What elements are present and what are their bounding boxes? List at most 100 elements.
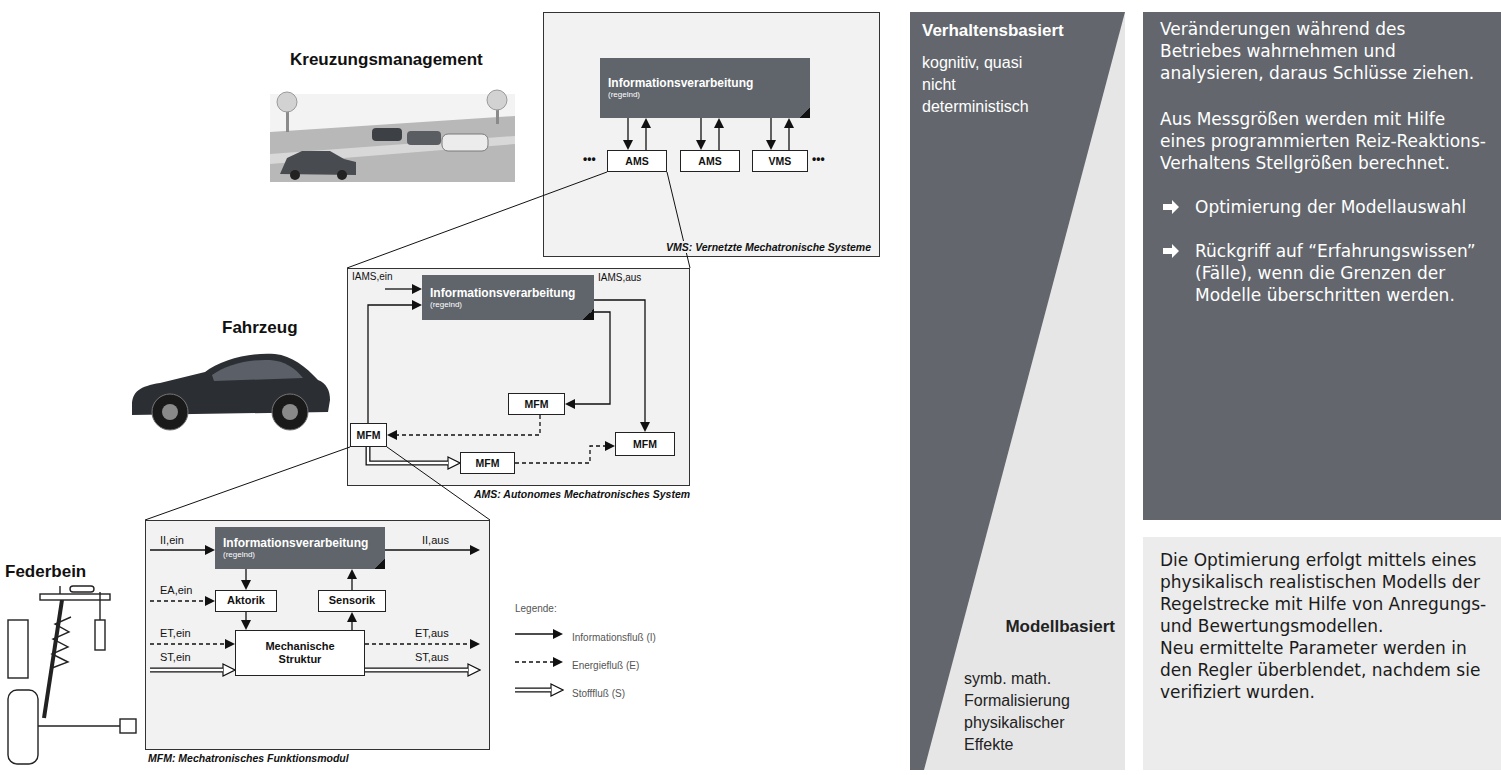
frame-caption: AMS: Autonomes Mechatronisches System <box>472 488 692 500</box>
level-label: Kreuzungsmanagement <box>290 50 483 70</box>
behaviour-area <box>910 12 1125 770</box>
connector <box>246 612 247 620</box>
approach-wedge: Verhaltensbasiertkognitiv, quasi nicht d… <box>910 12 1125 770</box>
scene-ground <box>270 94 515 182</box>
label-slot: ST,ein <box>160 651 191 664</box>
label-slot: Legende: <box>515 603 557 615</box>
signal-name: IAMS,ein <box>352 271 393 283</box>
model-area <box>910 12 1125 770</box>
information-flow <box>245 612 246 620</box>
box-text: (regelnd) <box>608 90 640 100</box>
information-flow <box>788 128 789 150</box>
road-lane <box>270 136 515 164</box>
box-text: MFM <box>633 438 657 451</box>
information-input-arrow <box>385 288 412 289</box>
label-slot: ••• <box>812 152 825 166</box>
mechanical-structure-box: Mechanische Struktur <box>235 630 365 676</box>
tree-crown <box>487 90 507 110</box>
information-flow <box>594 300 645 422</box>
system-frame: Informationsverarbeitung(regelnd)AMSAMSV… <box>543 12 880 257</box>
information-flow <box>351 579 352 590</box>
zoom-line <box>145 447 350 520</box>
signal-name: ST,ein <box>160 651 191 664</box>
upper-mount <box>40 594 110 600</box>
car-window <box>212 360 303 381</box>
box-text: Aktorik <box>227 594 265 607</box>
signal-name: ET,aus <box>415 627 449 640</box>
module-box: MFM <box>508 393 565 415</box>
label-slot: IAMS,aus <box>598 272 641 284</box>
label-slot: ET,ein <box>160 627 191 640</box>
text-slot: Verhaltensbasiert <box>922 20 1112 42</box>
connector <box>575 312 610 404</box>
car-hub <box>282 404 298 420</box>
body-part <box>8 620 28 678</box>
road <box>270 116 515 182</box>
wedge-heading: Verhaltensbasiert <box>922 20 1112 42</box>
information-flow <box>368 305 412 423</box>
arrow-bullet <box>1163 244 1179 258</box>
tree-trunk <box>496 104 499 124</box>
connector <box>719 128 720 150</box>
continuation-dots: ••• <box>812 152 825 166</box>
material-arrow-inner <box>150 669 223 671</box>
strut-illustration <box>8 586 136 764</box>
module-box: MFM <box>350 423 387 447</box>
energy-flow <box>397 415 540 435</box>
continuation-dots: ••• <box>583 152 596 166</box>
material-flow-inner <box>368 447 448 463</box>
information-flow <box>770 118 771 140</box>
connector <box>352 579 353 590</box>
box-text: AMS <box>625 155 648 168</box>
legend-sample-line <box>515 633 553 634</box>
information-processing-box: Informationsverarbeitung(regelnd) <box>600 58 810 118</box>
connector <box>368 305 412 423</box>
arm-mount <box>120 719 136 733</box>
model-panel: Die Optimierung erfolgt mittels eines ph… <box>1143 537 1501 770</box>
label-slot: ST,aus <box>415 651 449 664</box>
panel-text: Die Optimierung erfolgt mittels eines ph… <box>1160 549 1487 637</box>
signal-name: II,ein <box>160 534 184 547</box>
information-flow <box>575 312 610 404</box>
module-box: MFM <box>460 452 515 474</box>
arrow-bullet <box>1163 200 1179 214</box>
label-slot: II,aus <box>422 534 449 547</box>
box-text: Sensorik <box>329 594 375 607</box>
legend-text: Energiefluß (E) <box>572 660 639 672</box>
actuator-box: Aktorik <box>215 590 277 612</box>
panel-text: Neu ermittelte Parameter werden in den R… <box>1160 637 1487 703</box>
energy-flow <box>515 446 605 463</box>
legend-entry: Informationsfluß (I) <box>572 627 656 645</box>
connector <box>646 128 647 150</box>
box-text: MFM <box>476 457 500 470</box>
wedge-shape <box>910 12 1125 770</box>
information-processing-box: Informationsverarbeitung(regelnd) <box>422 275 594 320</box>
tree-crown <box>277 92 297 112</box>
car-wheel <box>272 394 308 430</box>
wheel-outline <box>8 690 38 764</box>
panel-text: Rückgriff auf “Erfahrungswissen” (Fälle)… <box>1195 240 1487 306</box>
information-flow <box>718 128 719 150</box>
tree-trunk <box>286 106 289 132</box>
text-slot: symb. math. Formalisierung physikalische… <box>964 668 1089 756</box>
intersection-illustration <box>270 90 515 182</box>
car-body <box>132 354 330 415</box>
box-text: (regelnd) <box>223 550 255 560</box>
behaviour-panel: Veränderungen während des Betriebes wahr… <box>1143 12 1501 520</box>
label-slot: ••• <box>583 152 596 166</box>
caption-slot: MFM: Mechatronisches Funktionsmodul <box>146 752 351 764</box>
panel-text: Veränderungen während des Betriebes wahr… <box>1160 18 1487 84</box>
connector <box>667 172 690 268</box>
car-wheel <box>290 170 300 180</box>
level-label: Fahrzeug <box>222 318 298 338</box>
box-text: Informationsverarbeitung <box>223 536 368 550</box>
label-slot: IAMS,ein <box>352 271 393 283</box>
module-box: MFM <box>615 432 675 456</box>
caption-slot: AMS: Autonomes Mechatronisches System <box>472 488 692 500</box>
signal-name: EA,ein <box>160 584 192 597</box>
information-flow <box>645 128 646 150</box>
connector <box>368 447 448 463</box>
system-box: VMS <box>752 150 808 172</box>
panel-text: Aus Messgrößen werden mit Hilfe eines pr… <box>1160 108 1487 174</box>
energy-output-arrow <box>365 643 470 644</box>
